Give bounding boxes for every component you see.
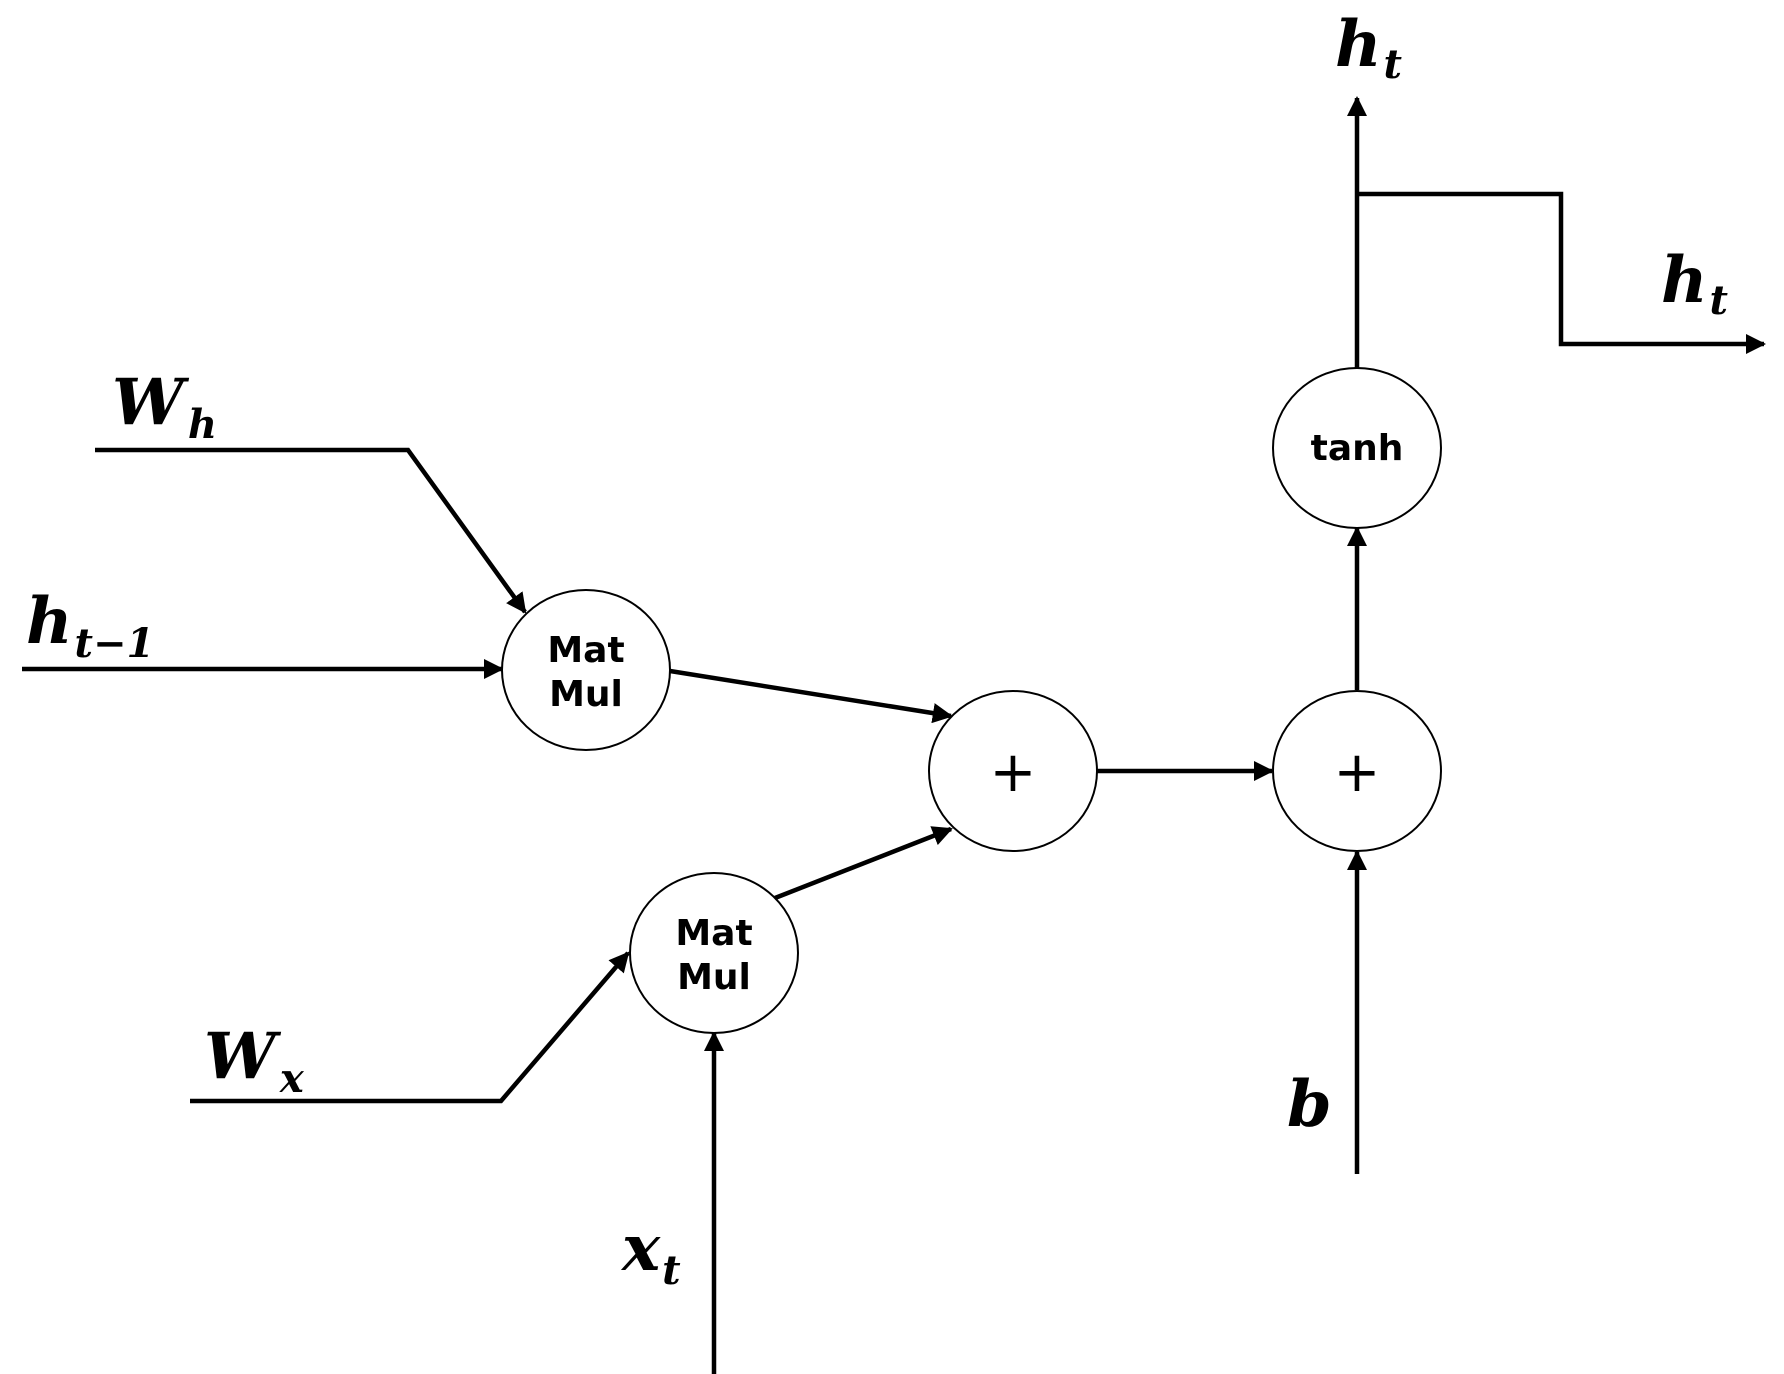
label-h-t-top-sub: t	[1384, 41, 1403, 88]
wire-wh-to-matmul-h	[95, 447, 527, 614]
label-w-x-sub: x	[279, 1055, 305, 1102]
wire-matmul-x-to-add-1	[774, 826, 953, 901]
label-h-t-top-base: h	[1335, 7, 1382, 82]
label-b-base: b	[1287, 1067, 1332, 1142]
tanh-label: tanh	[1311, 428, 1404, 469]
add-2-node: +	[1272, 690, 1442, 852]
label-x-t: xt	[620, 1211, 681, 1294]
tanh-node: tanh	[1272, 367, 1442, 529]
matmul-x-label-line1: Mat	[675, 913, 752, 954]
matmul-h-node: Mat Mul	[501, 589, 671, 751]
label-h-prev-sub: t−1	[75, 620, 155, 667]
label-h-t-right: ht	[1661, 243, 1729, 324]
label-w-h-base: W	[112, 365, 190, 440]
label-h-t-top: ht	[1335, 7, 1403, 88]
label-h-t-right-sub: t	[1710, 277, 1729, 324]
add-1-symbol: +	[990, 740, 1037, 805]
label-w-h-sub: h	[188, 401, 217, 448]
label-x-t-sub: t	[662, 1247, 681, 1294]
label-x-t-base: x	[620, 1211, 661, 1286]
matmul-x-node: Mat Mul	[629, 872, 799, 1034]
label-w-x-base: W	[204, 1019, 282, 1094]
wire-wx-to-matmul-x	[190, 951, 630, 1104]
wire-branch-to-ht-right	[1357, 191, 1767, 355]
label-b: b	[1287, 1067, 1332, 1142]
label-h-prev: ht−1	[26, 584, 154, 667]
wire-matmul-h-to-add-1	[669, 668, 953, 724]
add-1-node: +	[928, 690, 1098, 852]
matmul-h-label-line1: Mat	[547, 630, 624, 671]
label-h-prev-base: h	[26, 584, 73, 659]
matmul-x-label-line2: Mul	[677, 957, 751, 998]
add-2-symbol: +	[1334, 740, 1381, 805]
label-h-t-right-base: h	[1661, 243, 1708, 318]
matmul-h-label-line2: Mul	[549, 674, 623, 715]
